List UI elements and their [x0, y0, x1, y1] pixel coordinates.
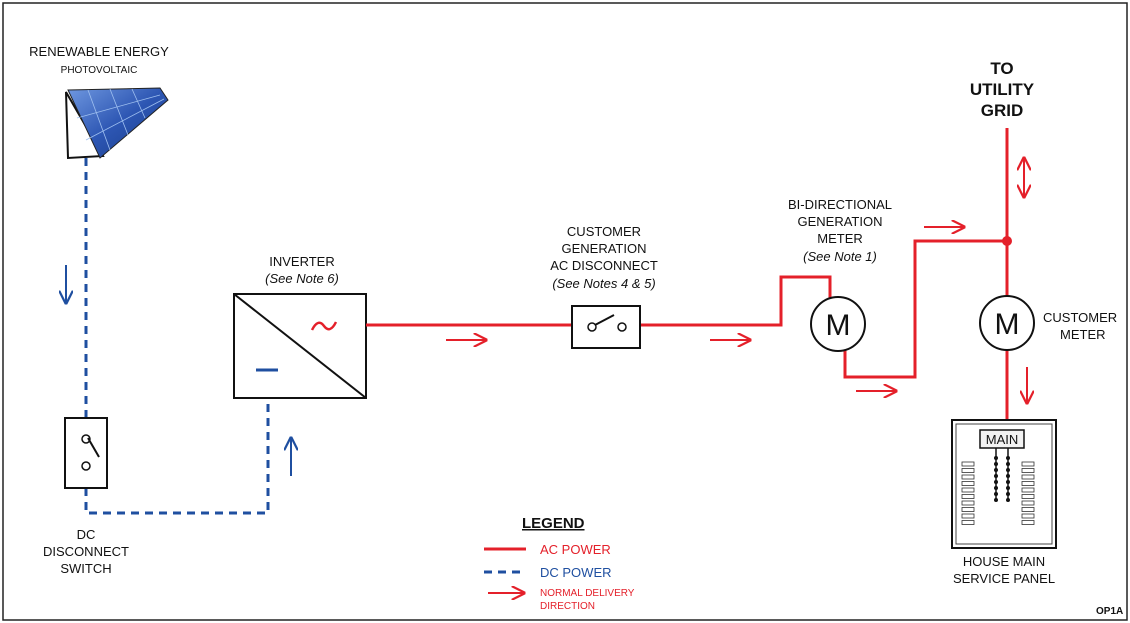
dc-wire-switch-to-inverter: [84, 398, 270, 515]
utility-grid-label-2: UTILITY: [970, 80, 1035, 99]
breaker-slot: [961, 487, 975, 493]
customer-meter-label-1: CUSTOMER: [1043, 310, 1117, 325]
ac-wire-disconnect-to-bidir-meter: [640, 275, 832, 327]
breaker-slot: [961, 481, 975, 486]
svg-text:M: M: [826, 309, 851, 342]
ac-disconnect-label-1: CUSTOMER: [567, 224, 641, 239]
bus-tap: [1006, 480, 1010, 484]
bus-tap: [994, 486, 998, 490]
customer-meter-icon: M: [979, 295, 1035, 351]
bus-tap: [1006, 456, 1010, 460]
bus-tap: [1006, 492, 1010, 496]
inverter-label: INVERTER: [269, 254, 335, 269]
breaker-slot: [1021, 481, 1035, 486]
ac-disconnect-label-2: GENERATION: [562, 241, 647, 256]
bus-tap: [1006, 486, 1010, 490]
utility-grid-label-3: GRID: [981, 101, 1024, 120]
service-panel-icon: MAIN: [951, 419, 1057, 549]
bus-tap: [1006, 474, 1010, 478]
breaker-slot: [1021, 494, 1035, 499]
bus-tap: [994, 492, 998, 496]
renewable-energy-label: RENEWABLE ENERGY: [29, 44, 169, 59]
dc-disconnect-label-2: DISCONNECT: [43, 544, 129, 559]
breaker-slot: [1021, 520, 1035, 525]
bus-tap: [994, 462, 998, 466]
house-panel-label-1: HOUSE MAIN: [963, 554, 1045, 569]
diagram-code: OP1A: [1096, 606, 1123, 617]
legend-dir-label-1: NORMAL DELIVERY: [540, 588, 635, 599]
breaker-slot: [961, 474, 975, 480]
breaker-slot: [1021, 513, 1035, 519]
breaker-slot: [1021, 487, 1035, 493]
breaker-slot: [1021, 507, 1035, 512]
breaker-slot: [1021, 474, 1035, 480]
ac-disconnect-label-3: AC DISCONNECT: [550, 258, 658, 273]
breaker-slot: [961, 520, 975, 525]
house-panel-label-2: SERVICE PANEL: [953, 571, 1055, 586]
breaker-slot: [961, 468, 975, 473]
breaker-slot: [961, 494, 975, 499]
bidir-meter-label-2: GENERATION: [798, 214, 883, 229]
ac-disconnect-switch-icon: [571, 305, 641, 349]
bus-tap: [1006, 468, 1010, 472]
dc-disconnect-switch-icon: [64, 417, 108, 489]
legend-dir-label-2: DIRECTION: [540, 601, 595, 612]
breaker-slot: [961, 500, 975, 506]
bus-tap: [1006, 498, 1010, 502]
dc-disconnect-label-3: SWITCH: [60, 561, 111, 576]
bus-tap: [994, 456, 998, 460]
inverter-icon: [233, 293, 367, 399]
dc-disconnect-label-1: DC: [77, 527, 96, 542]
ac-disconnect-note: (See Notes 4 & 5): [552, 276, 655, 291]
ac-junction-dot: [1002, 236, 1012, 246]
breaker-slot: [1021, 500, 1035, 506]
bidir-meter-note: (See Note 1): [803, 249, 877, 264]
bidir-meter-icon: M: [810, 296, 866, 352]
photovoltaic-label: PHOTOVOLTAIC: [61, 65, 138, 76]
inverter-note: (See Note 6): [265, 271, 339, 286]
breaker-slot: [961, 513, 975, 519]
bus-tap: [994, 474, 998, 478]
bus-tap: [994, 498, 998, 502]
ac-wire-bidir-meter-to-grid: [843, 239, 1007, 379]
bidir-meter-label-3: METER: [817, 231, 863, 246]
legend-dc-label: DC POWER: [540, 565, 612, 580]
svg-text:M: M: [995, 308, 1020, 341]
legend-title: LEGEND: [522, 515, 585, 532]
legend-ac-label: AC POWER: [540, 542, 611, 557]
breaker-slot: [961, 507, 975, 512]
breaker-slot: [961, 461, 975, 467]
bus-tap: [994, 468, 998, 472]
bidir-meter-label-1: BI-DIRECTIONAL: [788, 197, 892, 212]
utility-grid-label-1: TO: [990, 59, 1013, 78]
bus-tap: [1006, 462, 1010, 466]
customer-meter-label-2: METER: [1060, 327, 1106, 342]
breaker-slot: [1021, 461, 1035, 467]
bus-tap: [994, 480, 998, 484]
breaker-slot: [1021, 468, 1035, 473]
svg-text:MAIN: MAIN: [986, 432, 1019, 447]
solar-panel-icon: [65, 87, 169, 160]
